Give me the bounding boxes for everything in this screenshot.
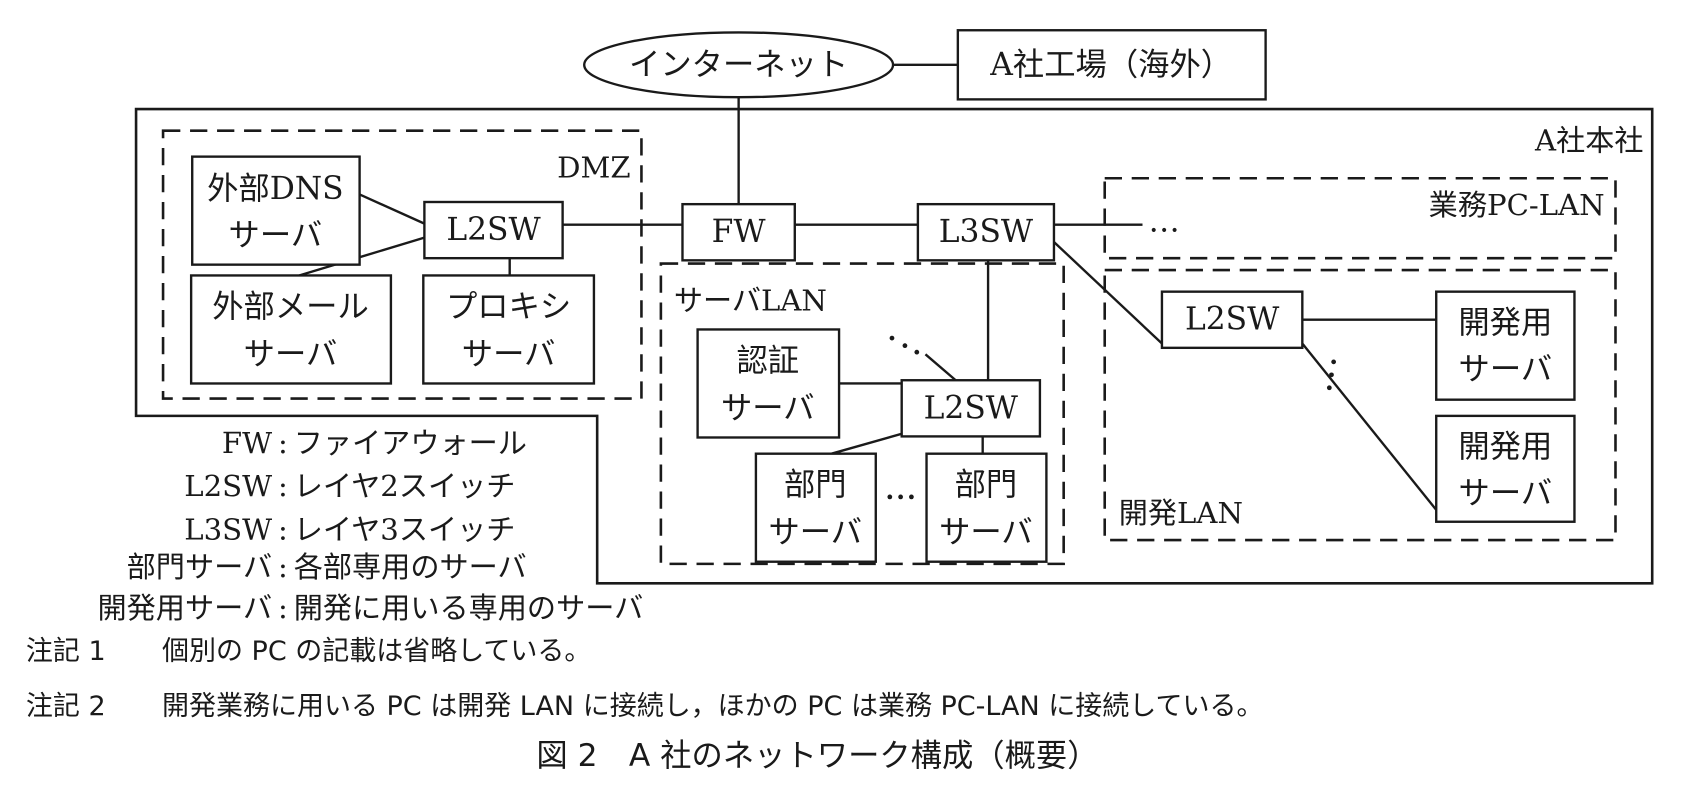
auth-server-label-2: サーバ (721, 390, 815, 426)
link-server-l2sw-other (924, 353, 957, 382)
legend-term: L3SW (184, 512, 272, 546)
server-l2sw-node: L2SW (900, 379, 1042, 438)
factory-label: A社工場（海外） (989, 47, 1232, 83)
internet-node: インターネット (583, 31, 895, 99)
ellipsis-dot (914, 349, 920, 355)
business-pc-lan-zone (1103, 176, 1617, 260)
legend-separator: : (278, 550, 288, 584)
dns-server-label-1: 外部DNS (207, 171, 344, 207)
dev-server-label-2: サーバ (1459, 476, 1553, 512)
legend-term: FW (222, 426, 272, 460)
link-mail-l2sw (298, 236, 425, 277)
mail-server-label-1: 外部メール (212, 289, 369, 325)
server-lan-zone (659, 262, 1065, 566)
fw-label: FW (712, 214, 767, 250)
link-l3sw-dev-l2sw (1053, 241, 1163, 345)
mail-server-label-2: サーバ (244, 336, 338, 372)
legend-desc: 各部専用のサーバ (294, 550, 527, 584)
dev-server-label-1: 開発用 (1458, 429, 1552, 465)
figure-caption: 図 2 A 社のネットワーク構成（概要） (536, 738, 1098, 774)
legend: FW : ファイアウォール L2SW : レイヤ2スイッチ L3SW : レイヤ… (97, 426, 643, 625)
dns-server-label-2: サーバ (229, 217, 323, 253)
dev-server-node: 開発用 サーバ (1435, 290, 1576, 401)
legend-separator: : (278, 426, 288, 460)
ellipsis-dot (898, 494, 903, 500)
proxy-server-node: プロキシ サーバ (422, 274, 596, 385)
legend-desc: 開発に用いる専用のサーバ (294, 591, 644, 625)
hq-frame (134, 107, 1654, 585)
auth-server-label-1: 認証 (736, 343, 799, 379)
legend-term: 部門サーバ (127, 550, 272, 584)
proxy-server-label-2: サーバ (462, 336, 556, 372)
legend-separator: : (278, 469, 288, 503)
note-text: 個別の PC の記載は省略している。 (162, 636, 591, 667)
legend-desc: レイヤ2スイッチ (294, 469, 516, 503)
dev-l2sw-node: L2SW (1160, 290, 1304, 350)
hq-label: A社本社 (1534, 123, 1644, 157)
dev-lan-label: 開発LAN (1119, 496, 1243, 530)
factory-node: A社工場（海外） (956, 29, 1267, 101)
legend-separator: : (278, 591, 288, 625)
dns-server-node: 外部DNS サーバ (191, 155, 361, 266)
fw-node: FW (681, 202, 796, 262)
note-label: 注記 1 (26, 636, 106, 667)
proxy-server-label-1: プロキシ (446, 289, 571, 325)
ellipsis-dot (1331, 359, 1337, 365)
ellipsis-dot (902, 343, 908, 349)
l3sw-node: L3SW (916, 202, 1056, 262)
legend-term: L2SW (184, 469, 272, 503)
business-pc-lan-label: 業務PC-LAN (1429, 188, 1605, 222)
ellipsis-dot (909, 494, 914, 500)
note-text: 開発業務に用いる PC は開発 LAN に接続し，ほかの PC は業務 PC-L… (162, 691, 1263, 722)
ellipsis-dot (1329, 372, 1334, 378)
note-label: 注記 2 (26, 691, 106, 722)
legend-desc: レイヤ3スイッチ (294, 512, 516, 546)
dev-l2sw-label: L2SW (1185, 302, 1280, 338)
dept-server-label-2: サーバ (768, 515, 862, 551)
dev-server-label-2: サーバ (1459, 351, 1553, 387)
ellipsis-dot (889, 335, 895, 341)
l3sw-label: L3SW (939, 214, 1034, 250)
server-l2sw-label: L2SW (924, 390, 1019, 426)
link-dev-l2sw-dev2 (1301, 342, 1438, 511)
legend-separator: : (278, 512, 288, 546)
business-lan-ellipsis: … (1148, 203, 1179, 239)
server-lan-label: サーバLAN (674, 283, 827, 317)
link-dns-l2sw (359, 193, 425, 225)
dmz-l2sw-node: L2SW (423, 200, 564, 260)
dmz-l2sw-label: L2SW (446, 212, 541, 248)
dept-server-label-1: 部門 (955, 467, 1018, 503)
legend-term: 開発用サーバ (97, 591, 272, 625)
dmz-zone (161, 129, 643, 400)
dept-server-node: 部門 サーバ (754, 452, 877, 563)
mail-server-node: 外部メール サーバ (189, 274, 393, 385)
legend-desc: ファイアウォール (294, 426, 527, 460)
dmz-label: DMZ (557, 150, 630, 184)
dept-server-label-1: 部門 (784, 467, 847, 503)
dept-server-label-2: サーバ (939, 515, 1033, 551)
internet-label: インターネット (629, 47, 848, 83)
ellipsis-dot (887, 494, 893, 500)
dev-server-node: 開発用 サーバ (1435, 414, 1576, 523)
ellipsis-dot (1326, 385, 1332, 391)
auth-server-node: 認証 サーバ (696, 328, 841, 439)
dev-server-label-1: 開発用 (1458, 305, 1552, 341)
notes: 注記 1 個別の PC の記載は省略している。 注記 2 開発業務に用いる PC… (26, 636, 1264, 722)
dept-server-node: 部門 サーバ (925, 452, 1048, 563)
dev-lan-zone (1103, 268, 1617, 542)
